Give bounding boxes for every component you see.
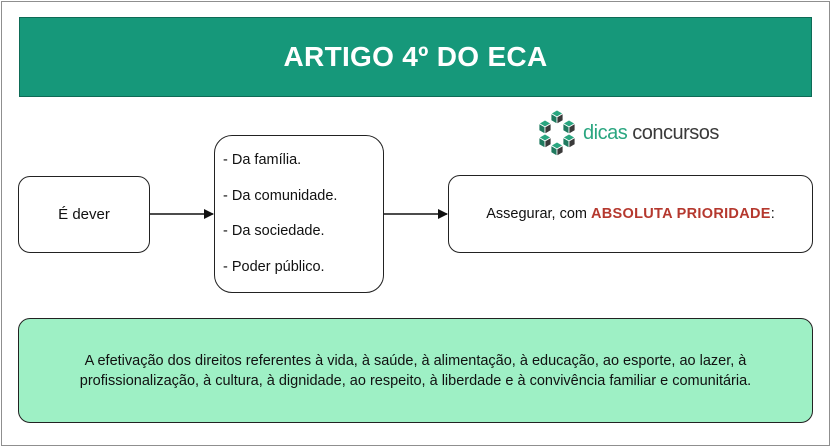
list-item: - Da comunidade. — [223, 187, 338, 204]
priority-box: Assegurar, com ABSOLUTA PRIORIDADE: — [448, 175, 813, 253]
logo: dicas concursos — [536, 108, 719, 158]
logo-word-concursos: concursos — [632, 121, 719, 144]
list-item: - Poder público. — [223, 258, 325, 275]
duty-text: É dever — [58, 206, 110, 223]
rights-text: A efetivação dos direitos referentes à v… — [79, 352, 752, 389]
priority-text-after: : — [770, 206, 775, 222]
priority-text-before: Assegurar, com — [486, 206, 592, 222]
list-item: - Da sociedade. — [223, 223, 325, 239]
priority-text: Assegurar, com ABSOLUTA PRIORIDADE: — [486, 206, 775, 222]
responsible-parties-box: - Da família. - Da comunidade. - Da soci… — [214, 135, 384, 293]
duty-box: É dever — [18, 176, 150, 253]
title-bar: ARTIGO 4º DO ECA — [19, 17, 812, 97]
cube-cluster-icon — [538, 109, 576, 157]
list-item: - Da família. — [223, 152, 302, 168]
page-title: ARTIGO 4º DO ECA — [283, 41, 548, 72]
priority-highlight: ABSOLUTA PRIORIDADE — [591, 206, 771, 222]
logo-word-dicas: dicas — [583, 121, 628, 144]
rights-box: A efetivação dos direitos referentes à v… — [18, 318, 813, 423]
logo-text: dicas concursos — [583, 122, 719, 145]
